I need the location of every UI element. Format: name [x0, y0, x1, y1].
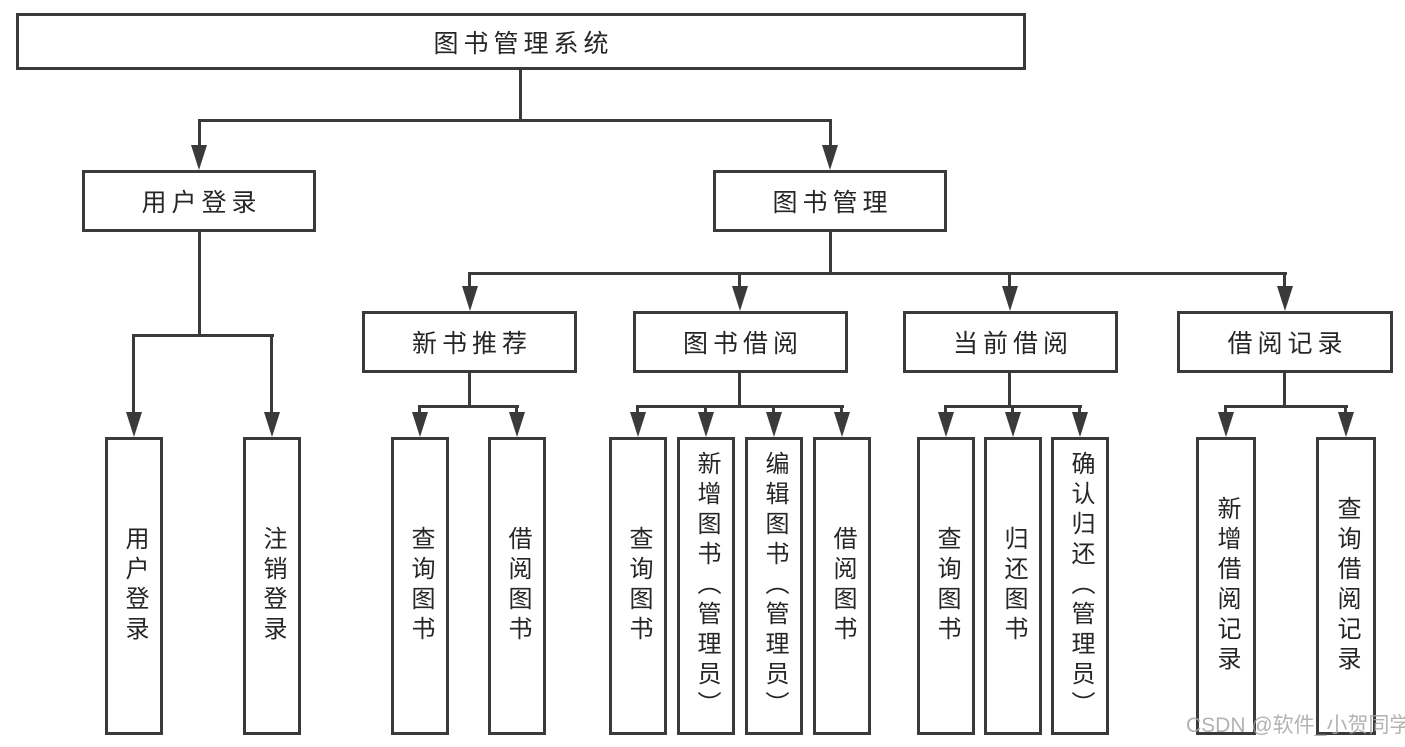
leaf-borrow-add-admin-label: 新增图书（管理员）: [693, 451, 720, 721]
leaf-current-query-label: 查询图书: [933, 526, 960, 646]
arrowhead-current-borrow: [1002, 286, 1018, 311]
leaf-newbooks-borrow-label: 借阅图书: [504, 526, 531, 646]
connector-login-rail: [132, 334, 274, 337]
arrowhead-g3-leaf-1: [630, 412, 646, 437]
arrowhead-g3-leaf-4: [834, 412, 850, 437]
leaf-borrow-query-label: 查询图书: [625, 526, 652, 646]
arrowhead-user-login: [191, 145, 207, 170]
leaf-return-book-label: 归还图书: [1000, 526, 1027, 646]
leaf-borrow-book-label: 借阅图书: [829, 526, 856, 646]
connector-login-stem: [198, 232, 201, 334]
arrowhead-new-books: [462, 286, 478, 311]
leaf-current-query: 查询图书: [917, 437, 975, 735]
arrowhead-g2-leaf-1: [412, 412, 428, 437]
leaf-newbooks-borrow: 借阅图书: [488, 437, 546, 735]
node-book-borrow-label: 图书借阅: [682, 330, 803, 358]
connector-login-drop-2: [270, 334, 273, 413]
leaf-add-record: 新增借阅记录: [1196, 437, 1256, 735]
leaf-borrow-add-admin: 新增图书（管理员）: [677, 437, 735, 735]
arrowhead-g4-leaf-1: [938, 412, 954, 437]
leaf-borrow-edit-admin: 编辑图书（管理员）: [745, 437, 803, 735]
connector-g3-drop-1: [636, 405, 639, 415]
arrowhead-g4-leaf-3: [1072, 412, 1088, 437]
arrowhead-login-leaf-2: [264, 412, 280, 437]
connector-g2-drop-1: [418, 405, 421, 415]
leaf-logout-label: 注销登录: [259, 526, 286, 646]
connector-g5-rail: [1224, 405, 1348, 408]
connector-g4-drop-2: [1011, 405, 1014, 415]
connector-g5-stem: [1283, 373, 1286, 405]
connector-g5-drop-2: [1344, 405, 1347, 415]
leaf-confirm-return-admin: 确认归还（管理员）: [1051, 437, 1109, 735]
connector-mgmt-drop-1: [468, 272, 471, 289]
arrowhead-g5-leaf-1: [1218, 412, 1234, 437]
leaf-confirm-return-admin-label: 确认归还（管理员）: [1067, 451, 1094, 721]
arrowhead-book-management: [822, 145, 838, 170]
node-root-label: 图书管理系统: [433, 29, 614, 58]
connector-g2-rail: [418, 405, 519, 408]
arrowhead-g3-leaf-3: [766, 412, 782, 437]
connector-mgmt-stem: [829, 232, 832, 272]
node-root: 图书管理系统: [16, 13, 1026, 70]
node-user-login-label: 用户登录: [141, 189, 262, 217]
connector-g2-stem: [468, 373, 471, 405]
leaf-query-record: 查询借阅记录: [1316, 437, 1376, 735]
arrowhead-g3-leaf-2: [698, 412, 714, 437]
connector-mgmt-drop-3: [1008, 272, 1011, 289]
connector-root-stem: [519, 70, 522, 119]
connector-g5-drop-1: [1224, 405, 1227, 415]
leaf-newbooks-query-label: 查询图书: [407, 526, 434, 646]
leaf-return-book: 归还图书: [984, 437, 1042, 735]
leaf-logout: 注销登录: [243, 437, 301, 735]
connector-g3-rail: [636, 405, 844, 408]
node-borrow-records: 借阅记录: [1177, 311, 1393, 373]
leaf-borrow-book: 借阅图书: [813, 437, 871, 735]
node-book-management-label: 图书管理: [772, 189, 893, 217]
connector-mgmt-rail: [468, 272, 1287, 275]
arrowhead-g4-leaf-2: [1005, 412, 1021, 437]
connector-g3-drop-2: [704, 405, 707, 415]
leaf-query-record-label: 查询借阅记录: [1333, 496, 1360, 676]
connector-g3-stem: [738, 373, 741, 405]
arrowhead-g5-leaf-2: [1338, 412, 1354, 437]
connector-g2-drop-2: [515, 405, 518, 415]
arrowhead-book-borrow: [732, 286, 748, 311]
arrowhead-g2-leaf-2: [509, 412, 525, 437]
node-book-management: 图书管理: [713, 170, 947, 232]
node-current-borrow: 当前借阅: [903, 311, 1118, 373]
connector-root-rail: [198, 119, 832, 122]
leaf-user-login-label: 用户登录: [121, 526, 148, 646]
leaf-add-record-label: 新增借阅记录: [1213, 496, 1240, 676]
node-user-login: 用户登录: [82, 170, 316, 232]
node-book-borrow: 图书借阅: [633, 311, 848, 373]
connector-login-drop-1: [132, 334, 135, 413]
node-new-books: 新书推荐: [362, 311, 577, 373]
node-borrow-records-label: 借阅记录: [1227, 330, 1348, 358]
connector-mgmt-drop-2: [738, 272, 741, 289]
connector-root-drop-left: [198, 119, 201, 147]
leaf-newbooks-query: 查询图书: [391, 437, 449, 735]
leaf-borrow-query: 查询图书: [609, 437, 667, 735]
connector-root-drop-right: [829, 119, 832, 147]
leaf-user-login: 用户登录: [105, 437, 163, 735]
connector-g4-drop-3: [1078, 405, 1081, 415]
csdn-watermark: CSDN @软件_小贺同学: [1186, 714, 1405, 737]
leaf-borrow-edit-admin-label: 编辑图书（管理员）: [761, 451, 788, 721]
arrowhead-login-leaf-1: [126, 412, 142, 437]
connector-g3-drop-4: [840, 405, 843, 415]
arrowhead-borrow-records: [1277, 286, 1293, 311]
connector-mgmt-drop-4: [1283, 272, 1286, 289]
node-current-borrow-label: 当前借阅: [952, 330, 1073, 358]
node-new-books-label: 新书推荐: [411, 330, 532, 358]
connector-g4-drop-1: [944, 405, 947, 415]
connector-g4-stem: [1008, 373, 1011, 405]
connector-g3-drop-3: [772, 405, 775, 415]
